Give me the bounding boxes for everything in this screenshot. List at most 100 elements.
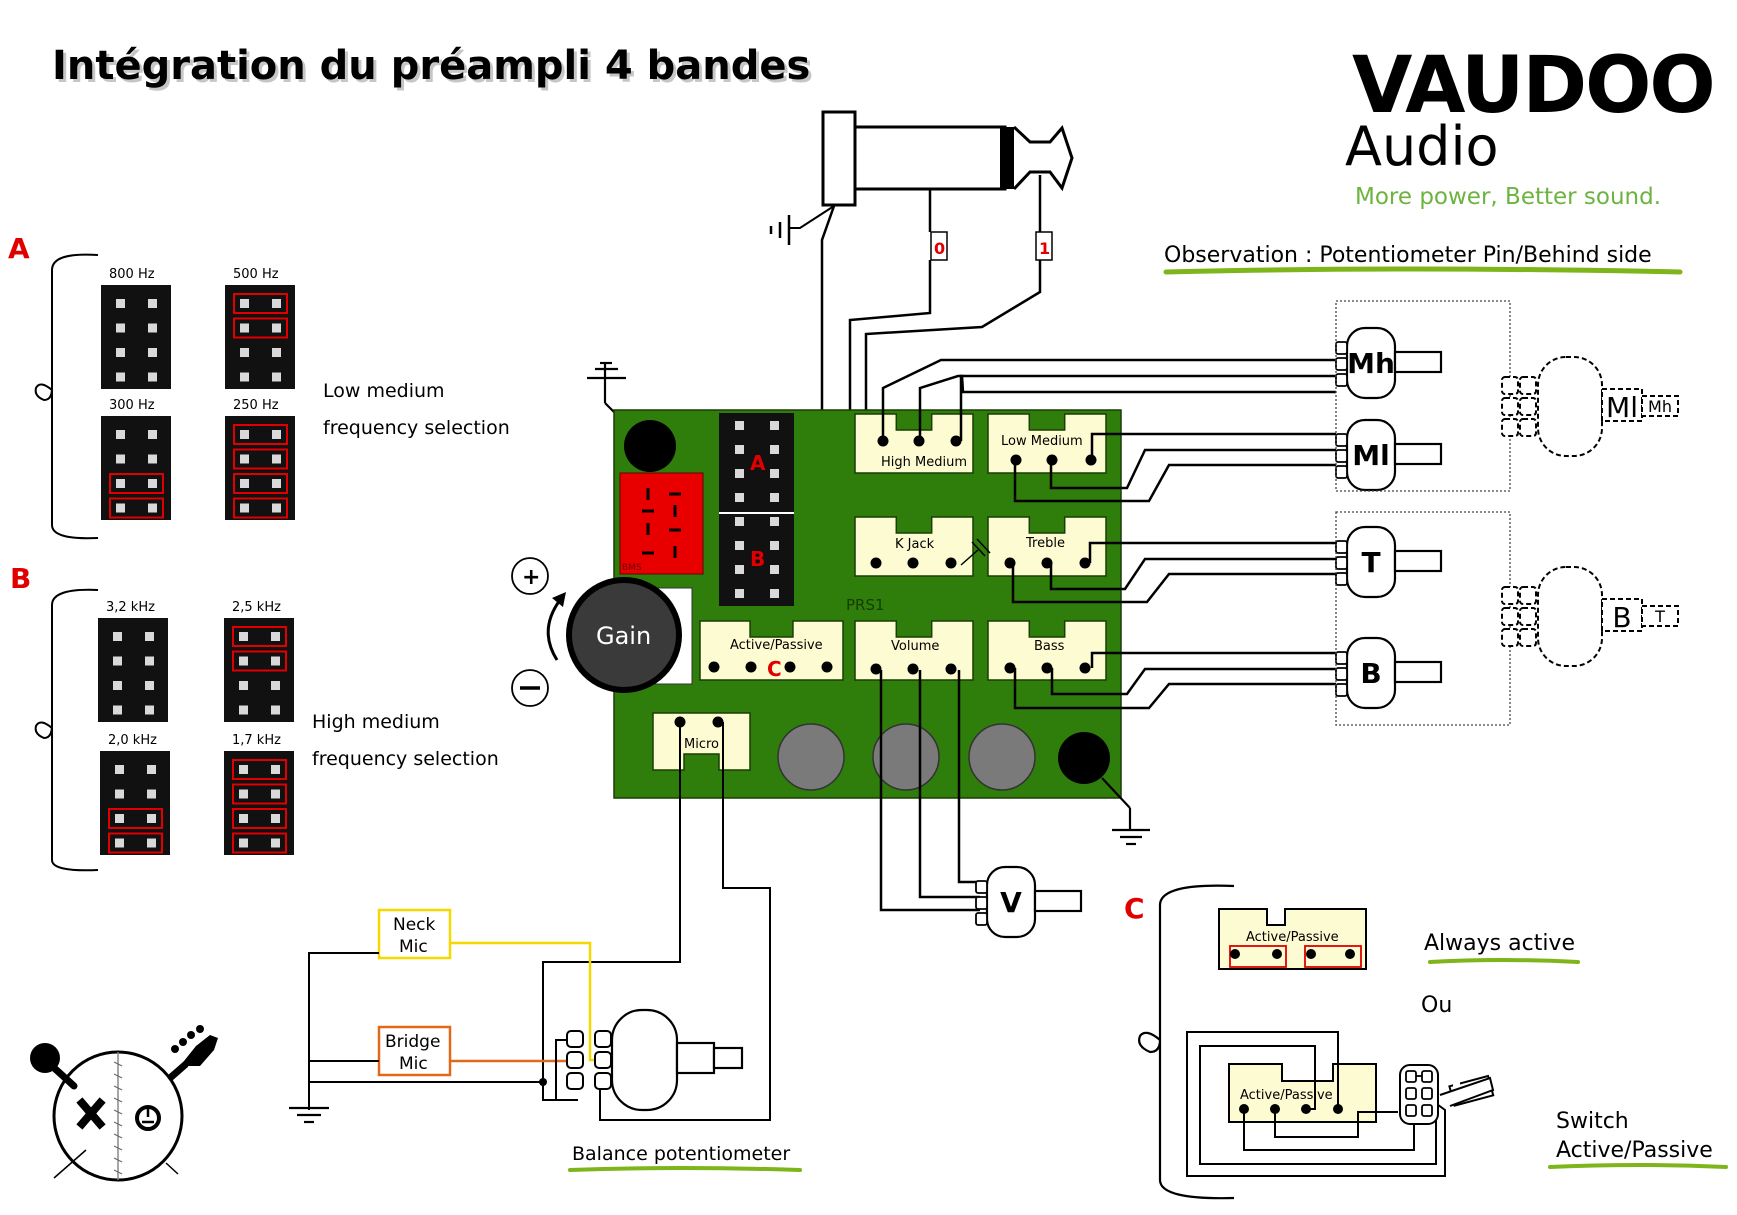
jumper-frequency-label: 300 Hz [109,398,155,413]
pot-pin [1335,465,1348,479]
pot-t[interactable]: T [1335,525,1443,599]
connector-pin [708,661,720,673]
header-pin [770,445,779,454]
jumper-bridge [233,448,288,470]
section-b-letter: B [10,562,31,595]
switch-connector-label: Active/Passive [1240,1088,1333,1103]
jumper-pin [271,656,280,666]
jumper-pin [113,632,122,641]
gain-knob-body[interactable] [566,577,682,693]
jumper-pin [272,454,281,464]
pot-label: Ml [1352,439,1389,472]
pot-shaft [1393,660,1443,684]
header-pin [735,493,744,502]
jumper-header-a-label: A [750,451,766,475]
ghost-pot-pin [1501,376,1519,395]
capacitor-icon [960,538,991,566]
pot-v[interactable]: V [975,865,1083,939]
jumper-pin [116,348,125,357]
jumper-pin [115,814,124,823]
brand-name: VAUDOO [1352,41,1714,131]
jumper-frequency-label: 2,5 kHz [232,600,281,615]
jumper-pin [239,814,248,823]
header-pin [735,517,744,526]
jumper-pin [115,765,124,774]
connector-pin [1041,662,1053,674]
connector-pin [870,663,882,675]
jumper-pin [240,454,249,464]
jumper-diagram: 3,2 kHz [98,600,168,722]
jumper-pin [271,838,280,848]
pot-ml[interactable]: Ml [1335,418,1443,492]
jumper-pin [239,681,248,690]
jumper-frequency-label: 1,7 kHz [232,733,281,748]
connector-pin [945,663,957,675]
connector-body [987,516,1107,577]
jumper-pin [145,681,154,690]
pot-b[interactable]: B [1335,636,1443,710]
jumper-bridge [233,424,288,445]
ghost-pot-pin [1519,628,1537,647]
connector-pin [907,557,919,569]
connector-pin [907,663,919,675]
jumper-block [101,416,171,520]
pcb-trimmer-3[interactable] [968,723,1036,791]
pcb-trimmer-1[interactable] [777,723,845,791]
jumper-pin [113,705,122,715]
connector-label: Volume [891,639,939,654]
balance-potentiometer[interactable] [566,1008,744,1112]
wire-tr-1 [1011,563,1336,604]
jack-tag-tip-label: 1 [1039,239,1050,258]
pot-pin [1335,373,1348,387]
connector-pin [821,661,833,673]
jumper-pin [239,705,248,715]
pcb-name: PRS1 [846,596,885,614]
ghost-pot-pin [1501,586,1519,605]
ghost-pot-pin [1501,418,1519,437]
ghost-pot-pin [1519,397,1537,416]
connector-label: Bass [1034,639,1065,654]
active-passive-switch[interactable] [1399,1064,1495,1125]
jumper-bridge [109,473,164,494]
header-pin [735,565,744,574]
connector-body [854,516,974,577]
brand-sub: Audio [1345,115,1498,178]
ghost-pot-main-label: B [1612,601,1631,634]
pot-mh[interactable]: Mh [1335,326,1443,400]
jumper-block [98,618,168,722]
jumper-pin [271,705,280,715]
connector-pin [784,661,796,673]
jumper-pin [148,430,157,439]
bms-marks [642,488,681,558]
bms-label: BMS [622,563,642,573]
stack-group-top [1335,300,1511,492]
active-passive-switch-connector: Active/Passive [1228,1063,1377,1123]
pcb-ground-bottom-icon [1101,777,1150,846]
switch-label-line1: Switch [1556,1109,1629,1134]
connector-pin [712,716,724,728]
header-pin [770,421,779,430]
jumper-pin [272,299,281,308]
jumper-bridge [108,832,163,854]
jumper-bridge [108,808,163,829]
bridge-mic: Bridge Mic [377,1025,452,1077]
pcb-trimmer-2[interactable] [872,723,940,791]
jack-sleeve-nut [821,110,857,207]
gain-knob[interactable]: Gain [566,577,682,693]
header-pin [770,565,779,574]
connector-body [987,620,1107,681]
pcb-mount-hole-bottom [1058,732,1110,784]
connector-label: Treble [1025,536,1065,551]
jumper-pin [239,789,248,799]
ghost-pot-shaft-label: Mh [1648,397,1672,416]
jumper-pin [272,479,281,488]
header-pin [770,493,779,502]
jumper-bridge [232,832,287,854]
jumper-diagram: 250 Hz [225,398,295,520]
always-active-jumper-2 [1304,945,1362,968]
jumper-bridge [232,626,287,647]
